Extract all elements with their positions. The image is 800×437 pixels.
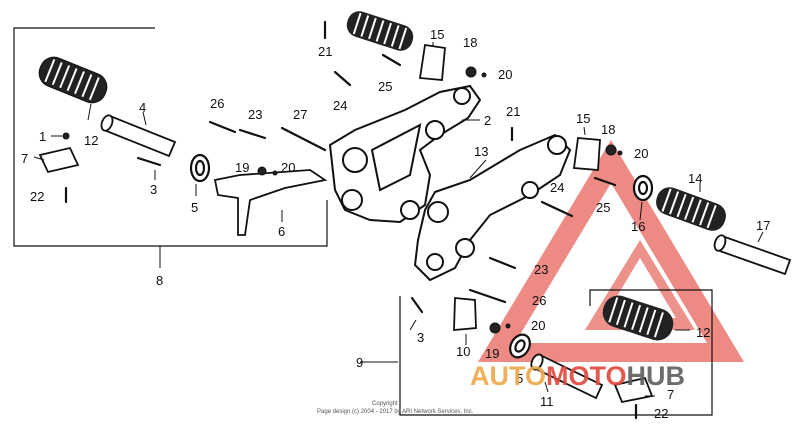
passenger-step-holder	[413, 133, 572, 282]
label-24-top: 24	[333, 98, 347, 113]
step-rubber-rear-left	[602, 295, 674, 341]
nut-18-top	[465, 66, 477, 78]
label-13: 13	[474, 144, 488, 159]
label-26-left: 26	[210, 96, 224, 111]
watermark-logo	[478, 140, 744, 362]
bolt-27	[280, 126, 327, 152]
label-20-right: 20	[634, 146, 648, 161]
copyright-line-2: Page design (c) 2004 - 2017 by ARI Netwo…	[317, 409, 474, 415]
label-25-top: 25	[378, 79, 392, 94]
label-22-left: 22	[30, 189, 44, 204]
label-19-right: 19	[485, 346, 499, 361]
label-21-mid: 21	[506, 104, 520, 119]
bolt-23-left	[238, 128, 267, 140]
step-rubber-front-right	[346, 11, 414, 51]
bolt-26-right	[468, 288, 507, 304]
label-5-right: 5	[516, 371, 523, 386]
label-27: 27	[293, 107, 307, 122]
label-17: 17	[756, 218, 770, 233]
bolt-26-left	[208, 120, 237, 134]
label-5-left: 5	[191, 200, 198, 215]
label-3-right: 3	[417, 330, 424, 345]
watermark-text: AUTOMOTOHUB	[470, 361, 685, 391]
bolt-3-left	[136, 156, 162, 167]
label-20-bottom: 20	[531, 318, 545, 333]
bolt-25-right	[593, 176, 617, 187]
label-18-right: 18	[601, 122, 615, 137]
label-12-right: 12	[696, 325, 710, 340]
label-6: 6	[278, 224, 285, 239]
label-9: 9	[356, 355, 363, 370]
pin-20-left	[272, 170, 278, 176]
label-15-right: 15	[576, 111, 590, 126]
nut-19-left	[257, 166, 267, 176]
watermark-hub: HUB	[627, 361, 686, 391]
label-1: 1	[39, 129, 46, 144]
watermark-auto: AUTO	[470, 361, 546, 391]
label-2: 2	[484, 113, 491, 128]
label-12-left: 12	[84, 133, 98, 148]
label-21-top: 21	[318, 44, 332, 59]
group-box-8	[13, 27, 328, 247]
pin-20-right	[617, 150, 623, 156]
label-10: 10	[456, 344, 470, 359]
label-25-right: 25	[596, 200, 610, 215]
label-24-right: 24	[550, 180, 564, 195]
group-box-9	[399, 289, 713, 416]
bolt-24-top	[333, 70, 352, 87]
label-4: 4	[139, 100, 146, 115]
copyright-line-1: Copyright	[372, 401, 398, 407]
label-20-left: 20	[281, 160, 295, 175]
pin-20-bottom	[505, 323, 511, 329]
label-19-left: 19	[235, 160, 249, 175]
label-14: 14	[688, 171, 702, 186]
bracket-10	[453, 297, 477, 331]
label-8: 8	[156, 273, 163, 288]
label-7-right: 7	[667, 387, 674, 402]
nut-18-right	[605, 144, 617, 156]
bracket-15-top	[418, 43, 446, 81]
label-7-left: 7	[21, 151, 28, 166]
bolt-23-right	[488, 256, 517, 270]
label-11: 11	[540, 394, 554, 409]
pin-1	[62, 132, 70, 140]
label-20-top: 20	[498, 67, 512, 82]
label-3-left: 3	[150, 182, 157, 197]
main-step-holder	[328, 84, 482, 224]
bracket-15-right	[572, 137, 601, 171]
pedal-arm-6	[213, 169, 328, 236]
step-rubber-front-left	[38, 56, 108, 104]
label-15-top: 15	[430, 27, 444, 42]
label-22-right: 22	[654, 406, 668, 421]
pin-20-top	[481, 72, 487, 78]
label-18-top: 18	[463, 35, 477, 50]
label-26-right: 26	[532, 293, 546, 308]
label-16: 16	[631, 219, 645, 234]
step-rubber-rear-right	[656, 187, 726, 231]
watermark-moto: MOTO	[546, 361, 627, 391]
label-23-left: 23	[248, 107, 262, 122]
bolt-25-top	[381, 53, 402, 67]
step-bar-4	[102, 114, 177, 158]
nut-19-right	[489, 322, 501, 334]
bolt-3-right	[410, 296, 424, 314]
label-23-right: 23	[534, 262, 548, 277]
step-bar-17	[715, 234, 792, 276]
spring-holder-7-left	[38, 146, 80, 174]
bolt-24-right	[540, 200, 574, 218]
